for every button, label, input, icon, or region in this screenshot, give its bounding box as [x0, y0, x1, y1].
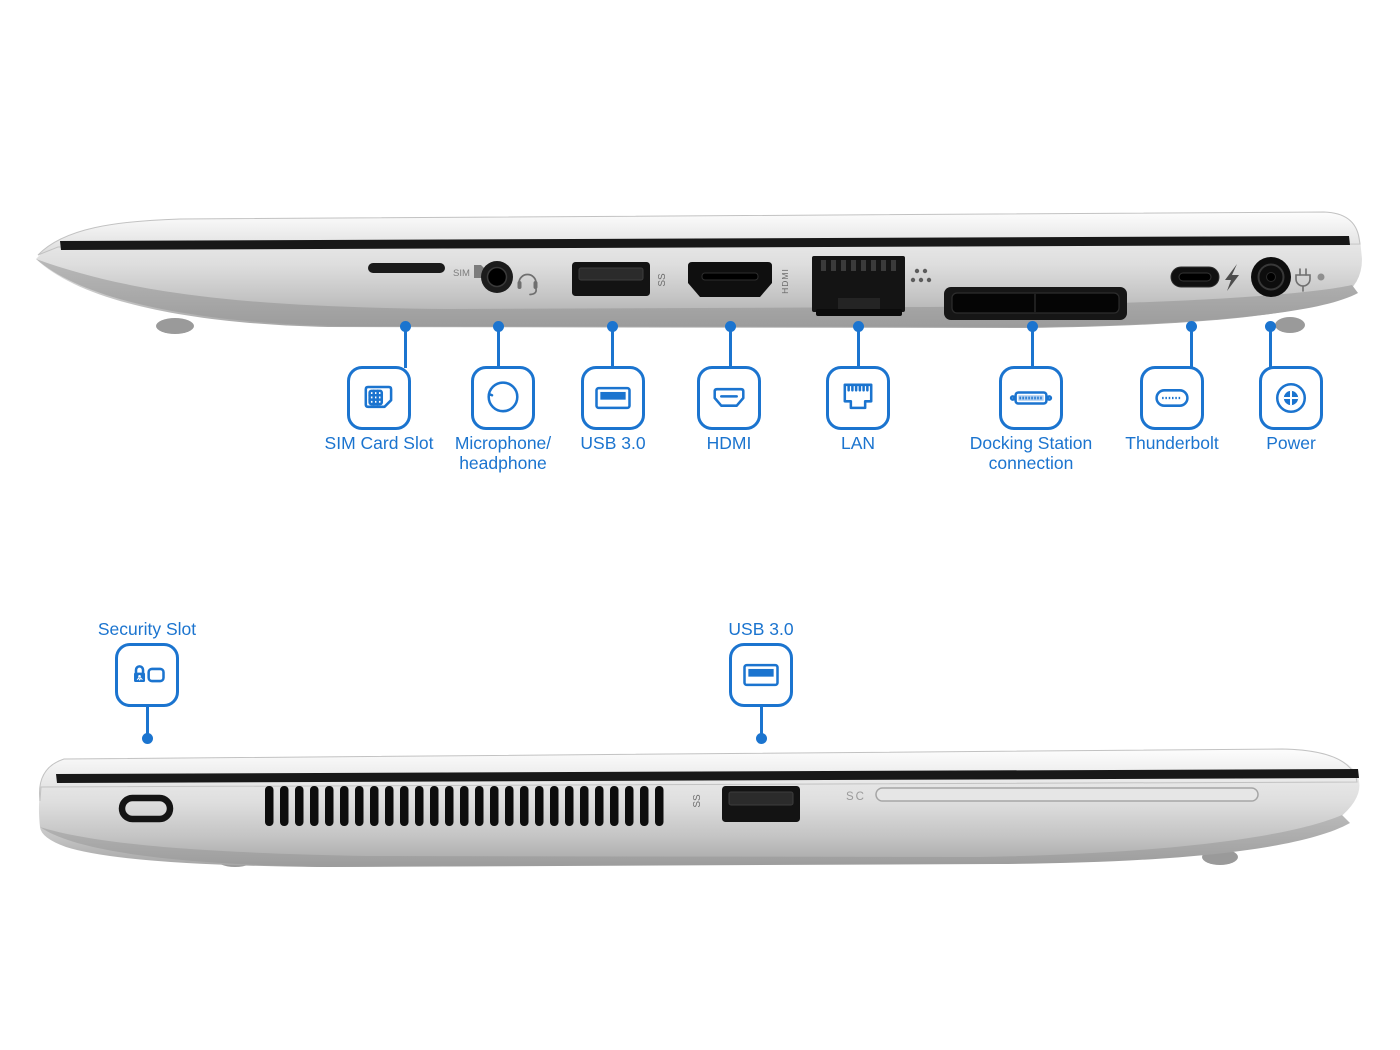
callout-box: [826, 366, 890, 430]
usb-c-tongue: [1178, 272, 1212, 282]
rubber-foot: [1275, 317, 1305, 333]
callout-label: Thunderbolt: [1125, 433, 1219, 453]
power-jack-icon: [1275, 382, 1307, 414]
callout-box: [347, 366, 411, 430]
power-led: [1317, 273, 1325, 281]
smart-card-slot: [875, 787, 1259, 802]
smart-card-etched-label: SC: [846, 791, 866, 803]
power-jack-port: [1251, 257, 1291, 297]
callout-connector-security: [145, 706, 149, 734]
callout-label: Power: [1266, 433, 1316, 453]
lid-base-gap: [56, 769, 1359, 783]
usb-a-tongue: [578, 267, 644, 281]
power-etched-icon: [1295, 268, 1311, 292]
callout-box: [1259, 366, 1323, 430]
callout-connector-thunderbolt: [1185, 321, 1197, 368]
callout-connector-usb: [606, 321, 618, 368]
docking-connector-icon: [1009, 391, 1053, 405]
sim-card-slot: [368, 263, 445, 273]
callout-label: LAN: [840, 433, 876, 453]
callout-label: USB 3.0: [580, 433, 646, 453]
callout-usb3-left: USB 3.0: [671, 619, 851, 744]
thunderbolt-etched-icon: [1225, 264, 1239, 291]
callout-box: [729, 642, 793, 707]
callout-connector-lan: [852, 321, 864, 368]
laptop-underside: [40, 815, 1350, 867]
callout-hdmi: HDMI: [639, 366, 819, 454]
network-etched-icon: [910, 268, 932, 283]
callout-connector-hdmi: [724, 321, 736, 368]
callout-security-slot: Security Slot: [57, 619, 237, 744]
hdmi-icon: [713, 387, 745, 407]
callout-power: Power: [1201, 366, 1381, 454]
callout-label: HDMI: [706, 433, 752, 453]
docking-connector-port: [944, 287, 1127, 320]
callout-box: [471, 366, 535, 430]
security-lock-slot: [118, 794, 174, 823]
callout-label: Docking Station connection: [969, 433, 1093, 473]
security-lock-icon: [134, 664, 165, 682]
callout-label: SIM Card Slot: [324, 433, 434, 453]
callout-label: USB 3.0: [728, 619, 794, 639]
callout-box: [999, 366, 1063, 430]
callout-box: [115, 642, 179, 707]
laptop-right-side-image: SIM SS HDMI: [36, 211, 1362, 334]
callout-sim-card-slot: SIM Card Slot: [289, 366, 469, 454]
ethernet-icon: [843, 383, 873, 410]
usb-a-icon: [743, 663, 779, 686]
usb-superspeed-etched-label: SS: [657, 273, 668, 287]
callout-box: [1140, 366, 1204, 430]
callout-usb3: USB 3.0: [523, 366, 703, 454]
usb-superspeed-etched-label: SS: [692, 794, 703, 808]
lid-base-gap: [60, 236, 1350, 250]
cooling-vents: [262, 786, 668, 826]
hdmi-slot: [701, 272, 759, 281]
callout-label: Security Slot: [97, 619, 197, 639]
callout-thunderbolt: Thunderbolt: [1082, 366, 1262, 454]
usb-a-icon: [595, 386, 631, 410]
callout-connector-power: [1264, 321, 1276, 368]
usb-c-icon: [1155, 389, 1189, 407]
usb-a-tongue: [728, 791, 794, 806]
callout-connector-usb-left: [759, 706, 763, 734]
rubber-foot: [156, 318, 194, 334]
ethernet-port: [812, 256, 905, 316]
callout-box: [581, 366, 645, 430]
hdmi-etched-label: HDMI: [780, 268, 790, 294]
sim-card-icon: [364, 385, 393, 409]
callout-box: [697, 366, 761, 430]
audio-jack-icon: [487, 381, 519, 413]
callout-microphone-headphone: Microphone/ headphone: [413, 366, 593, 473]
sim-etched-label: SIM: [453, 268, 470, 279]
callout-connector-dock: [1026, 321, 1038, 368]
callout-connector-audio: [492, 321, 504, 368]
callout-connector-sim: [399, 321, 411, 368]
callout-label: Microphone/ headphone: [454, 433, 552, 473]
headset-etched-icon: [517, 273, 538, 296]
callout-docking-station: Docking Station connection: [941, 366, 1121, 473]
laptop-left-side-image: SS SC: [38, 748, 1360, 867]
audio-jack-hole: [486, 266, 508, 288]
callout-lan: LAN: [768, 366, 948, 454]
